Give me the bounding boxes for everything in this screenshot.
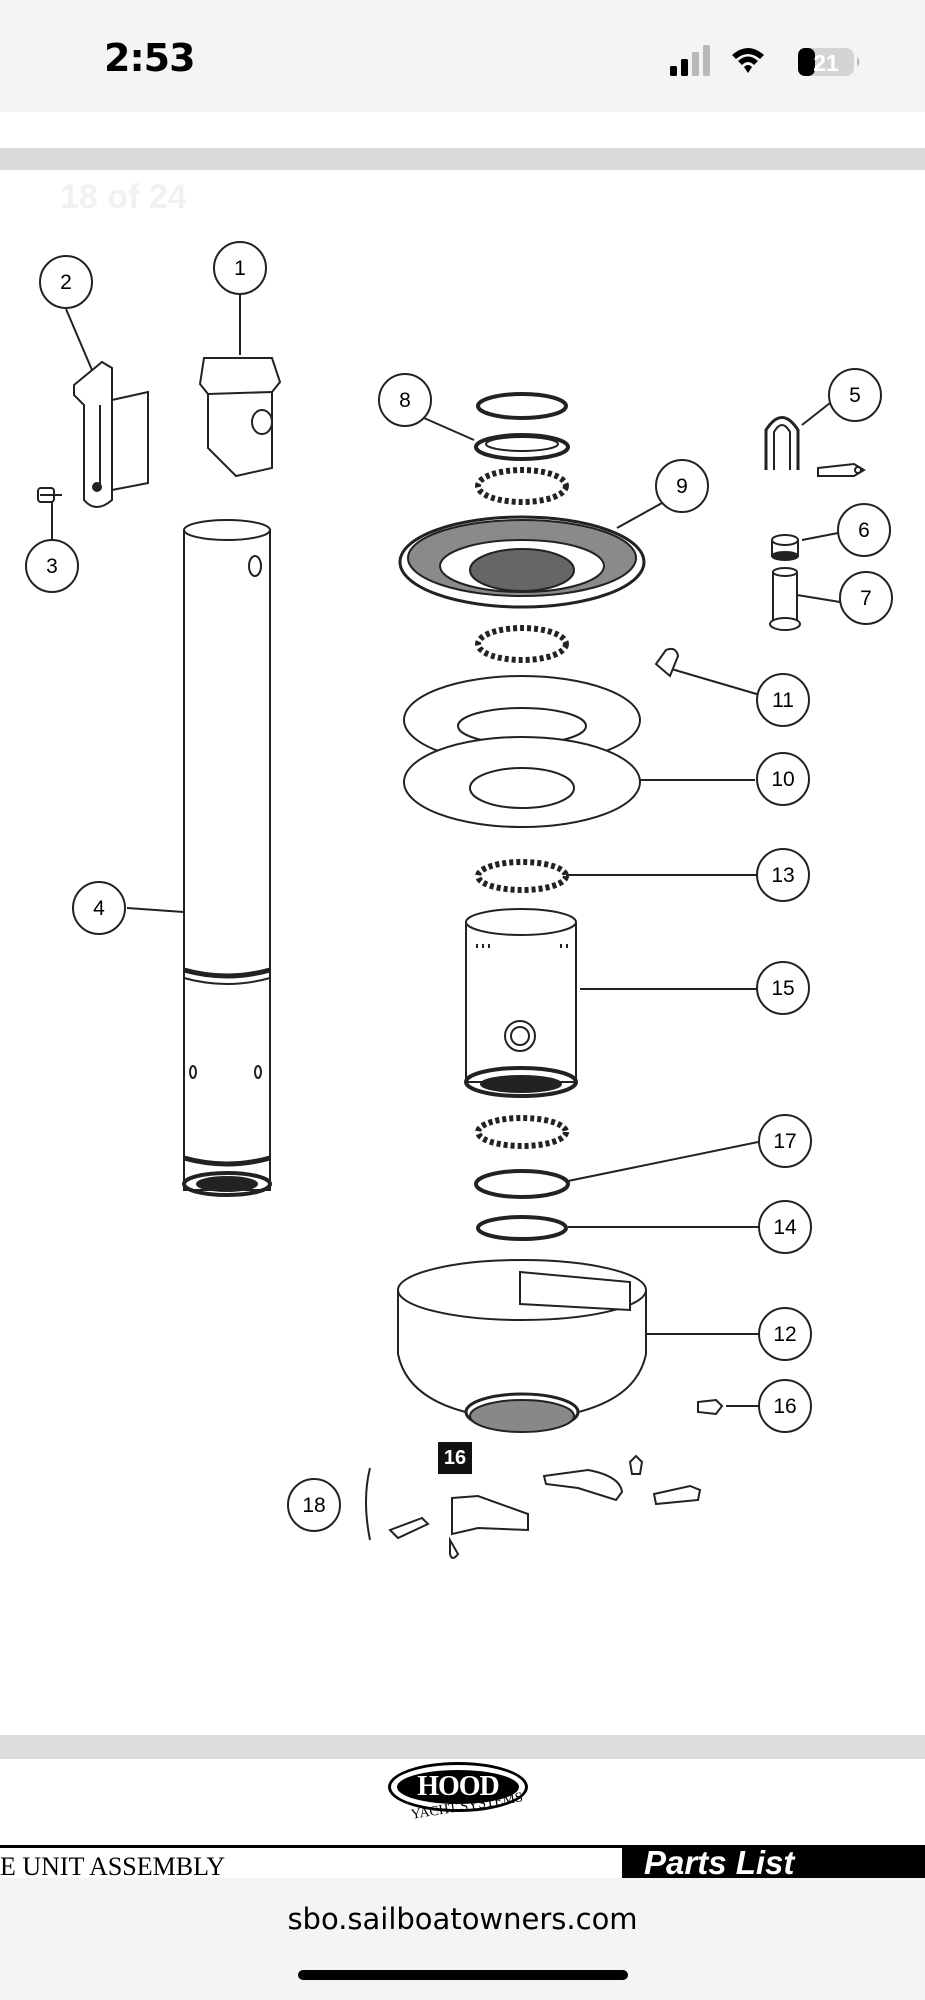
part-11-pin	[654, 647, 680, 678]
battery-icon: 21	[798, 48, 860, 76]
exploded-parts-diagram: 1 2 3 4 5 6 7 8 9 10 11 12 13 14 15 16 1…	[25, 241, 893, 1559]
callout-3: 3	[46, 555, 58, 578]
address-bar[interactable]: sbo.sailboatowners.com	[0, 1878, 925, 2000]
hood-logo-text: HOOD	[397, 1770, 519, 1804]
callout-1: 1	[234, 257, 246, 280]
callout-11: 11	[772, 689, 794, 712]
part-7-pin	[769, 567, 801, 631]
part-8-ring-stack	[474, 392, 570, 505]
callout-17: 17	[773, 1130, 796, 1153]
part-18-clamp-hardware	[365, 1454, 702, 1559]
part-9-disc	[398, 515, 646, 663]
callout-12: 12	[773, 1323, 796, 1346]
callout-18: 18	[302, 1494, 325, 1517]
part-16-bolt	[697, 1398, 724, 1416]
callout-2: 2	[60, 271, 72, 294]
callout-4: 4	[93, 897, 105, 920]
page-separator	[0, 148, 925, 170]
part-12-housing	[397, 1259, 647, 1433]
hood-logo: HOOD YACHT SYSTEMS	[388, 1762, 528, 1830]
assembly-title: E UNIT ASSEMBLY	[0, 1852, 226, 1881]
callout-8: 8	[399, 389, 411, 412]
callout-circles	[25, 241, 893, 1532]
part-3-screw	[37, 487, 62, 503]
battery-level: 21	[813, 50, 839, 76]
callout-5: 5	[849, 384, 861, 407]
page-counter: 18 of 24	[60, 178, 187, 216]
part-15-cylinder	[464, 908, 578, 1098]
part-5-shackle	[764, 416, 866, 477]
callout-14: 14	[773, 1216, 797, 1239]
part-10-drum	[403, 675, 641, 828]
hood-logo-oval: HOOD	[388, 1762, 528, 1812]
home-indicator[interactable]	[298, 1970, 628, 1980]
parts-list-label: Parts List	[644, 1844, 795, 1881]
part-14-ring	[476, 1215, 568, 1241]
callout-15: 15	[771, 977, 794, 1000]
status-time: 2:53	[104, 36, 196, 80]
part-13-bearing	[475, 859, 569, 893]
header-rule	[0, 1845, 925, 1848]
part-1-top-cap	[198, 357, 282, 478]
page-separator-2	[0, 1735, 925, 1759]
callout-16: 16	[773, 1395, 796, 1418]
document-page[interactable]: 1 2 3 4 5 6 7 8 9 10 11 12 13 14 15 16 1…	[0, 170, 925, 1735]
callout-13: 13	[771, 864, 794, 887]
callout-labels: 1 2 3 4 5 6 7 8 9 10 11 12 13 14 15 16 1…	[46, 257, 872, 1517]
parts-list-banner: Parts List	[622, 1844, 925, 1881]
part-17-bearing	[475, 1115, 569, 1149]
page-number: 16	[438, 1442, 472, 1474]
top-gap	[0, 112, 925, 152]
signal-icon	[670, 45, 710, 76]
part-4-shaft	[182, 519, 272, 1197]
callout-6: 6	[858, 519, 870, 542]
callout-7: 7	[860, 587, 872, 610]
leader-lines	[51, 295, 841, 1407]
part-6-cap	[771, 534, 799, 561]
callout-9: 9	[676, 475, 688, 498]
url-text[interactable]: sbo.sailboatowners.com	[287, 1902, 638, 1936]
status-bar: 2:53 21	[0, 0, 925, 112]
callout-10: 10	[771, 768, 794, 791]
part-17-washer	[474, 1169, 570, 1199]
part-2-bracket	[73, 360, 149, 508]
status-icons: 21	[670, 45, 860, 76]
wifi-icon	[732, 48, 764, 73]
